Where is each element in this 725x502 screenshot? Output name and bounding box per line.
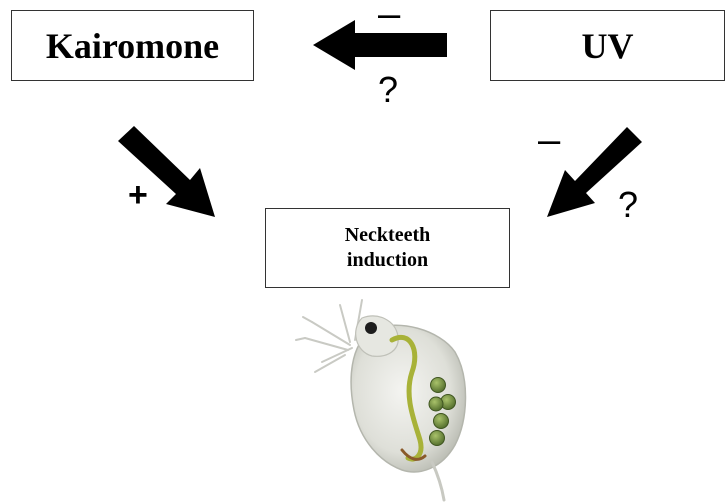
- daphnia-eye: [365, 322, 377, 334]
